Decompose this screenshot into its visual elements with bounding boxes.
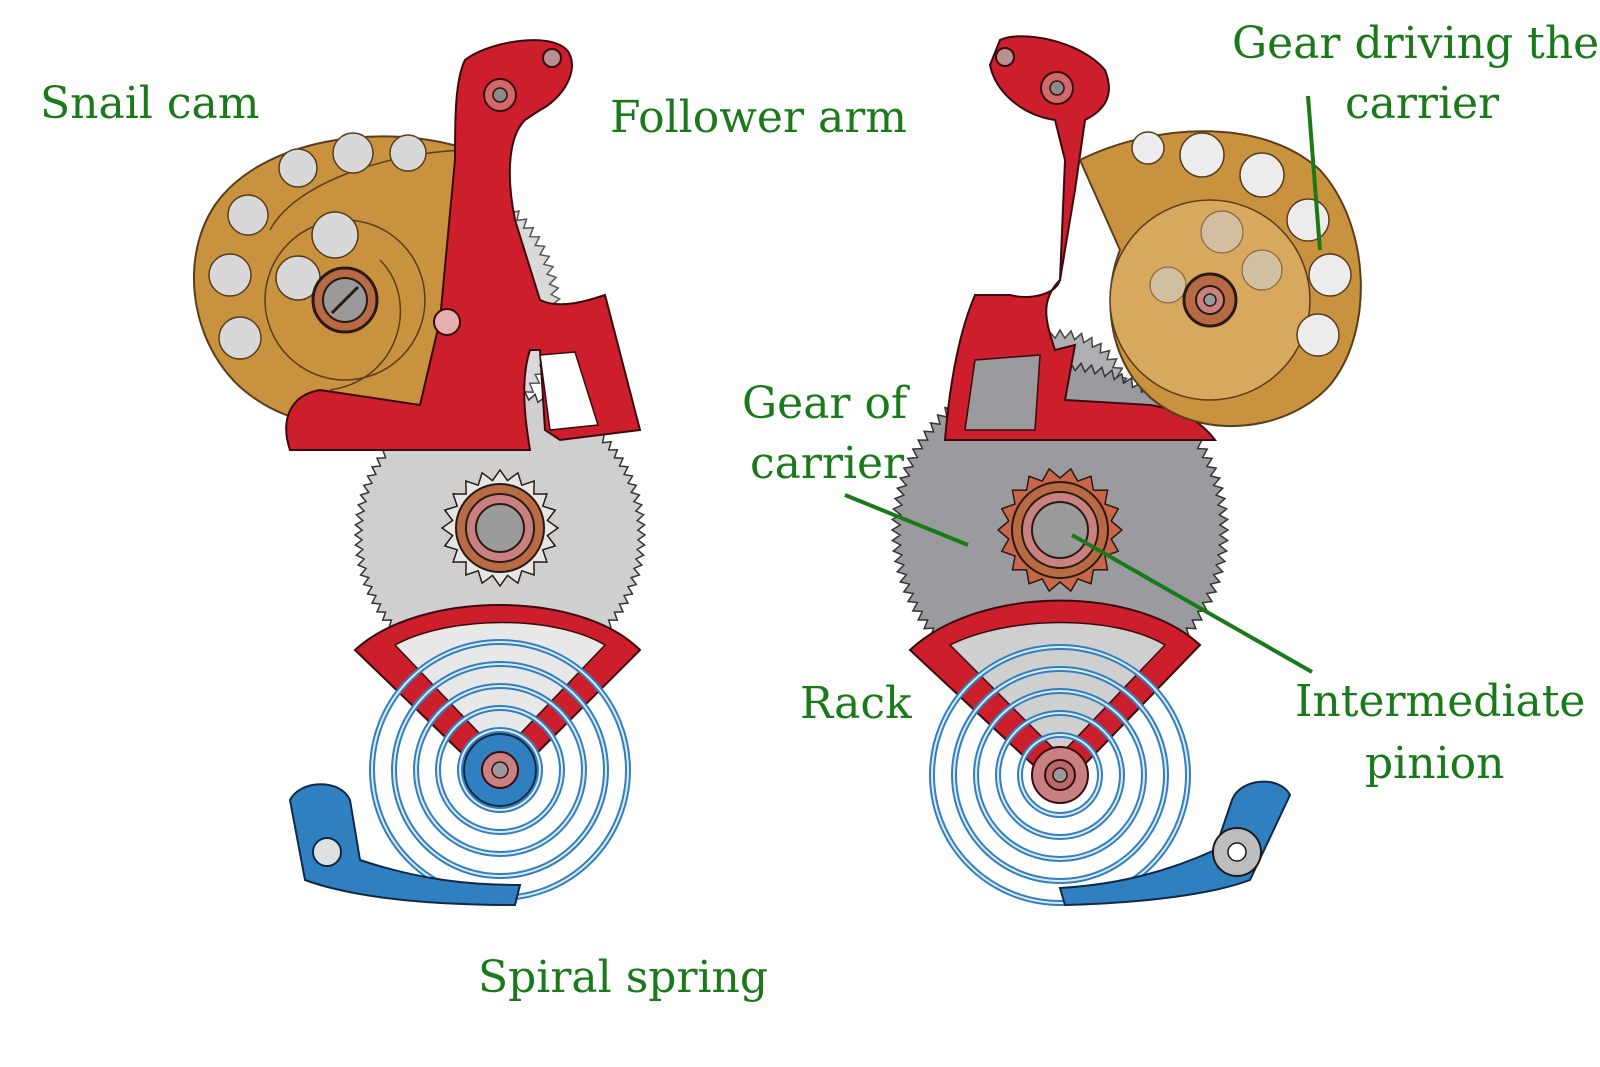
right-follower-arm <box>943 35 1218 441</box>
leader-lines <box>844 95 1322 674</box>
left-follower-arm <box>285 39 642 451</box>
left-arm-tip-pin <box>542 48 562 68</box>
left-intermediate-pinion <box>440 468 560 588</box>
label-intermediate-line1: Intermediate <box>1295 676 1585 727</box>
left-cam-spiral <box>329 259 402 391</box>
left-cam-arbor <box>311 266 379 334</box>
right-arm-window <box>964 354 1041 431</box>
left-mechanism <box>192 39 647 907</box>
left-cam-holes <box>208 132 427 360</box>
left-blue-lever <box>288 783 522 907</box>
right-spiral-spring <box>929 644 1191 906</box>
left-lever-stud <box>312 837 342 867</box>
labels: Snail cam Follower arm Gear driving the … <box>40 18 1599 1003</box>
right-arm-tip-pin <box>995 47 1015 67</box>
left-arm-window <box>539 351 599 431</box>
label-gear-driving-line2: carrier <box>1345 78 1500 129</box>
label-snail-cam: Snail cam <box>40 78 259 129</box>
label-spiral-spring: Spiral spring <box>478 952 768 1003</box>
right-mechanism <box>890 35 1362 907</box>
label-follower-arm: Follower arm <box>610 92 907 143</box>
label-gear-driving-line1: Gear driving the <box>1232 18 1599 69</box>
left-arm-pin <box>433 308 461 336</box>
right-intermediate-pinion <box>996 467 1124 593</box>
leader-gear-driving <box>1306 95 1322 251</box>
label-gear-of-carrier-line1: Gear of <box>742 378 910 429</box>
leader-gear-of-carrier <box>844 493 969 547</box>
label-rack: Rack <box>800 678 912 729</box>
label-gear-of-carrier-line2: carrier <box>750 438 905 489</box>
right-cam-arbor <box>1182 272 1238 328</box>
label-intermediate-line2: pinion <box>1365 738 1504 789</box>
leader-intermediate-pinion <box>1071 533 1313 674</box>
